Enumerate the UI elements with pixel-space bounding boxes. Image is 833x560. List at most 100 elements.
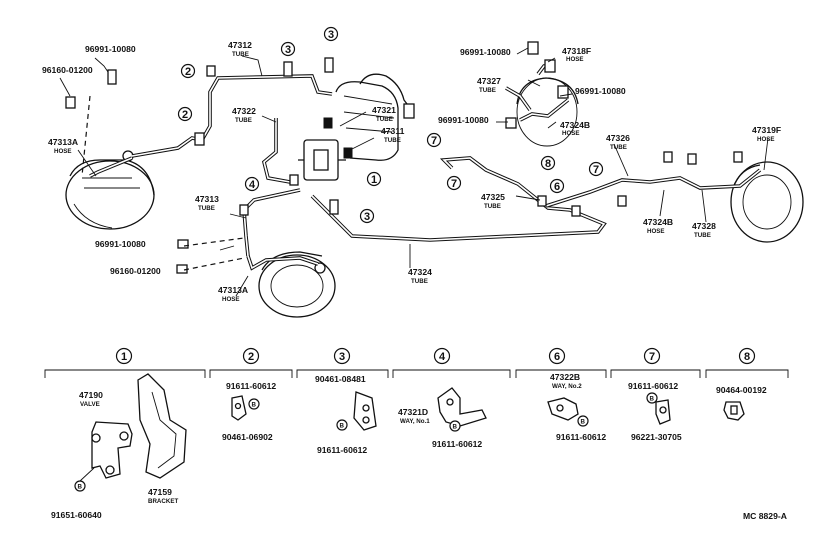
label-96991-10080: 96991-10080 [438, 115, 489, 125]
label-tube: TUBE [484, 203, 501, 210]
legend-callout-4: 4 [439, 351, 446, 363]
label-47324B: 47324B [643, 217, 673, 227]
label-91611-60612: 91611-60612 [556, 432, 606, 442]
label-47324B: 47324B [560, 120, 590, 130]
label-tube: TUBE [376, 116, 393, 123]
booster-unit-right [516, 77, 579, 147]
label-91651-60640: 91651-60640 [51, 510, 102, 520]
callout-6: 6 [554, 181, 560, 193]
callout-1: 1 [371, 174, 377, 186]
b-marker: B [78, 484, 83, 491]
b-marker: B [581, 419, 586, 426]
label-bracket: BRACKET [148, 498, 178, 505]
label-47321D: 47321D [398, 407, 428, 417]
label-tube: TUBE [610, 144, 627, 151]
group-3-clamp: B [336, 391, 377, 431]
diagram-reference-code: MC 8829-A [743, 511, 787, 521]
rear-left-brake-drum [258, 251, 336, 318]
b-marker: B [650, 396, 655, 403]
label-tube: TUBE [411, 278, 428, 285]
label-90464-00192: 90464-00192 [716, 385, 767, 395]
group-4-way-no1: B [437, 387, 487, 432]
callout-7: 7 [451, 178, 457, 190]
label-47322B: 47322B [550, 372, 580, 382]
legend-callout-8: 8 [744, 351, 750, 363]
label-96160-01200: 96160-01200 [42, 65, 93, 75]
right-brake-drum [730, 161, 804, 243]
label-47159: 47159 [148, 487, 172, 497]
label-96991-10080: 96991-10080 [575, 86, 626, 96]
b-marker: B [340, 423, 345, 430]
callout-4: 4 [249, 179, 256, 191]
dashed-leaders [81, 95, 245, 271]
label-47321: 47321 [372, 105, 396, 115]
label-91611-60612: 91611-60612 [628, 381, 678, 391]
label-47312: 47312 [228, 40, 252, 50]
group-6-way-no2: B [547, 397, 589, 427]
master-cylinder-assembly [335, 73, 415, 161]
label-hose: HOSE [222, 296, 240, 303]
group-7-clamp: B [646, 392, 671, 425]
group-2-clamp: B [231, 395, 260, 421]
label-hose: HOSE [566, 56, 584, 63]
legend-callout-1: 1 [121, 351, 127, 363]
callout-2: 2 [182, 109, 188, 121]
label-47328: 47328 [692, 221, 716, 231]
label-tube: TUBE [198, 205, 215, 212]
label-hose: HOSE [647, 228, 665, 235]
label-96221-30705: 96221-30705 [631, 432, 682, 442]
proportioning-valve-block [298, 117, 353, 181]
label-91611-60612: 91611-60612 [432, 439, 482, 449]
label-tube: TUBE [235, 117, 252, 124]
callout-8: 8 [545, 158, 551, 170]
top-labels: 96991-10080 96160-01200 47313A HOSE 4731… [42, 40, 781, 303]
callout-3: 3 [285, 44, 291, 56]
callout-7: 7 [431, 135, 437, 147]
label-way-no1: WAY, No.1 [400, 418, 430, 425]
label-47318F: 47318F [562, 46, 591, 56]
b-marker: B [252, 402, 257, 409]
label-96160-01200: 96160-01200 [110, 266, 161, 276]
callout-3: 3 [328, 29, 334, 41]
label-tube: TUBE [232, 51, 249, 58]
callout-3: 3 [364, 211, 370, 223]
label-96991-10080: 96991-10080 [85, 44, 136, 54]
label-96991-10080: 96991-10080 [95, 239, 146, 249]
label-47324: 47324 [408, 267, 432, 277]
label-tube: TUBE [384, 137, 401, 144]
legend-callout-6: 6 [554, 351, 560, 363]
group-8-clip [723, 401, 745, 421]
label-47319F: 47319F [752, 125, 781, 135]
brake-tubes [89, 64, 762, 271]
leader-lines [59, 47, 769, 297]
tube-clips [65, 41, 743, 274]
group-1-valve-bracket: B [74, 373, 187, 492]
label-47326: 47326 [606, 133, 630, 143]
label-47313A: 47313A [48, 137, 78, 147]
label-47313A: 47313A [218, 285, 248, 295]
label-47311: 47311 [381, 126, 405, 136]
label-47313: 47313 [195, 194, 219, 204]
label-valve: VALVE [80, 401, 100, 408]
label-hose: HOSE [757, 136, 775, 143]
label-90461-06902: 90461-06902 [222, 432, 273, 442]
callout-2: 2 [185, 66, 191, 78]
callout-7: 7 [593, 164, 599, 176]
label-90461-08481: 90461-08481 [315, 374, 366, 384]
front-left-brake-drum [65, 150, 155, 230]
legend-callout-2: 2 [248, 351, 254, 363]
label-96991-10080: 96991-10080 [460, 47, 511, 57]
label-hose: HOSE [54, 148, 72, 155]
label-91611-60612: 91611-60612 [317, 445, 367, 455]
label-tube: TUBE [479, 87, 496, 94]
label-47325: 47325 [481, 192, 505, 202]
label-47322: 47322 [232, 106, 256, 116]
legend-callout-7: 7 [649, 351, 655, 363]
label-hose: HOSE [562, 130, 580, 137]
b-marker: B [453, 424, 458, 431]
label-47190: 47190 [79, 390, 103, 400]
label-47327: 47327 [477, 76, 501, 86]
top-callouts: 2 2 3 3 4 1 3 7 7 8 6 7 [177, 26, 604, 224]
parts-legend-brackets: 1 2 3 4 6 7 8 [44, 347, 789, 378]
